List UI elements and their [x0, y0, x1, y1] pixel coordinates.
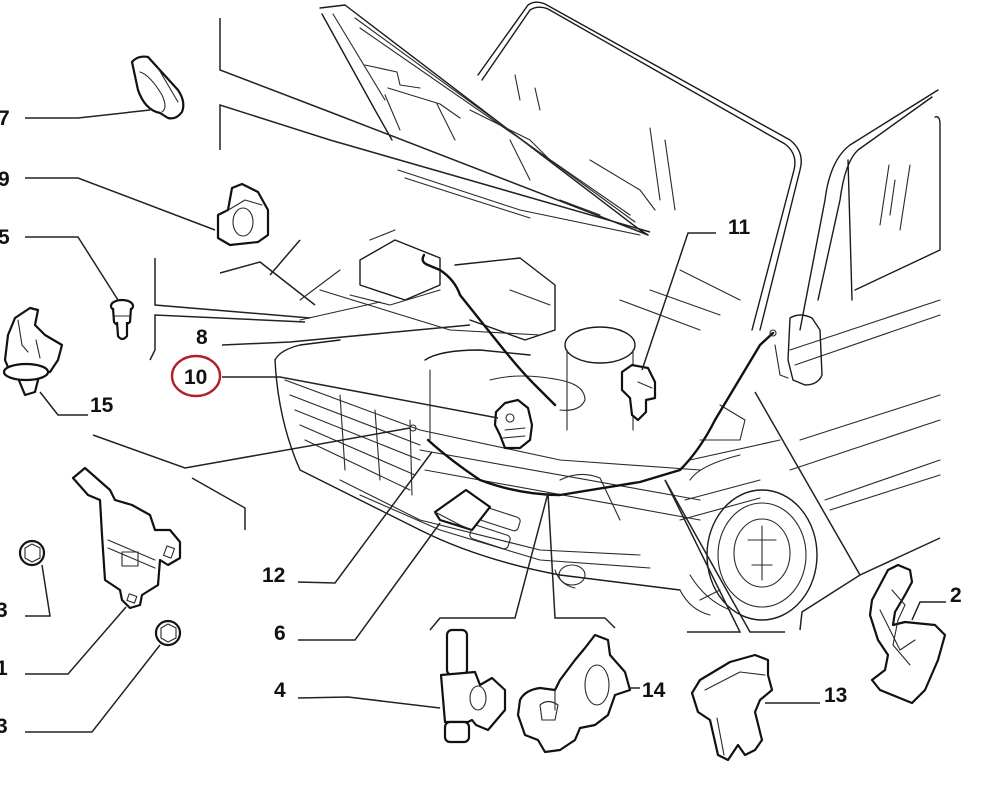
side-mirror — [787, 314, 823, 386]
callout-4[interactable]: 4 — [274, 679, 286, 702]
part-10-bracket[interactable] — [493, 398, 534, 450]
callout-11[interactable]: 11 — [728, 216, 751, 239]
engine-bay — [299, 229, 741, 441]
part-1-latch[interactable] — [71, 466, 182, 610]
front-wheel — [679, 489, 818, 621]
leader-lines — [25, 109, 946, 733]
callout-13[interactable]: 13 — [824, 684, 847, 707]
part-11-retainer[interactable] — [620, 363, 657, 422]
part-4-pin-clip[interactable] — [439, 628, 507, 744]
part-6-guide-pad[interactable] — [433, 488, 492, 532]
raised-hood — [319, 4, 656, 236]
part-14-double-clip[interactable] — [516, 633, 632, 754]
callout-6[interactable]: 6 — [274, 622, 286, 645]
part-9-clip[interactable] — [216, 182, 270, 247]
release-cable — [426, 331, 775, 497]
cab-outline — [477, 1, 941, 511]
callout-12[interactable]: 12 — [262, 564, 285, 587]
callout-2[interactable]: 2 — [950, 584, 962, 607]
part-2-handle[interactable] — [868, 563, 947, 705]
highlight-circle — [170, 354, 222, 398]
part-7-bumper-pad[interactable] — [130, 55, 185, 120]
callout-9[interactable]: 9 — [0, 168, 10, 191]
callout-5[interactable]: 5 — [0, 226, 10, 249]
part-3-nut-upper[interactable] — [18, 539, 46, 567]
callout-14[interactable]: 14 — [642, 679, 666, 702]
van-illustration — [274, 1, 941, 621]
callout-10[interactable]: 10 — [184, 366, 207, 389]
callout-3-lower[interactable]: 3 — [0, 715, 8, 738]
group-brackets — [92, 18, 941, 633]
part-3-nut-lower[interactable] — [154, 619, 182, 647]
prop-rod — [421, 253, 557, 407]
callout-1[interactable]: 1 — [0, 657, 8, 680]
callout-3-upper[interactable]: 3 — [0, 599, 8, 622]
part-5-push-pin[interactable] — [109, 298, 135, 341]
callout-7[interactable]: 7 — [0, 107, 10, 130]
callout-labels: 7 9 5 15 8 10 11 12 6 4 14 13 2 1 3 3 — [0, 107, 962, 738]
callout-15[interactable]: 15 — [90, 394, 114, 417]
callout-8[interactable]: 8 — [196, 326, 208, 349]
part-13-retainer-clip[interactable] — [690, 653, 774, 762]
part-15-rod-holder[interactable] — [2, 306, 64, 397]
